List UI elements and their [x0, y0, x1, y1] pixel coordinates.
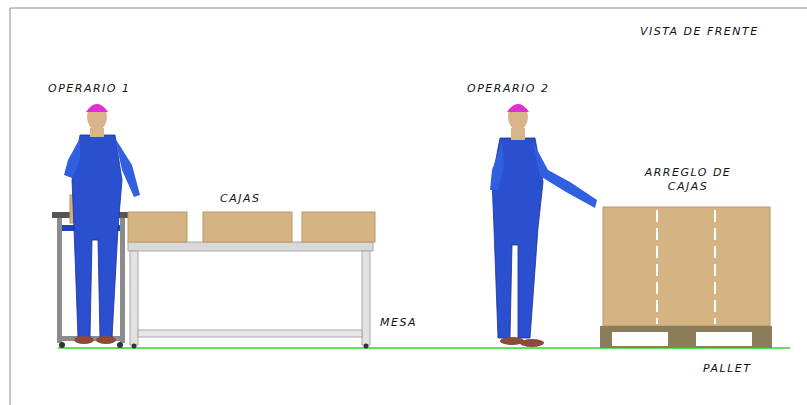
part-label: OPERARIO 1 — [48, 82, 130, 96]
view-title: VISTA DE FRENTE — [640, 25, 759, 39]
worker-figure — [64, 104, 140, 344]
table — [128, 242, 373, 349]
part-label: ARREGLO DE CAJAS — [628, 166, 748, 194]
part-label: MESA — [380, 316, 417, 330]
part-label: CAJAS — [220, 192, 260, 206]
part-label: PALLET — [703, 362, 752, 376]
box-stack — [603, 207, 770, 326]
pallet — [600, 326, 772, 348]
worker-figure — [490, 104, 597, 347]
frame — [10, 8, 807, 405]
part-label: OPERARIO 2 — [467, 82, 549, 96]
